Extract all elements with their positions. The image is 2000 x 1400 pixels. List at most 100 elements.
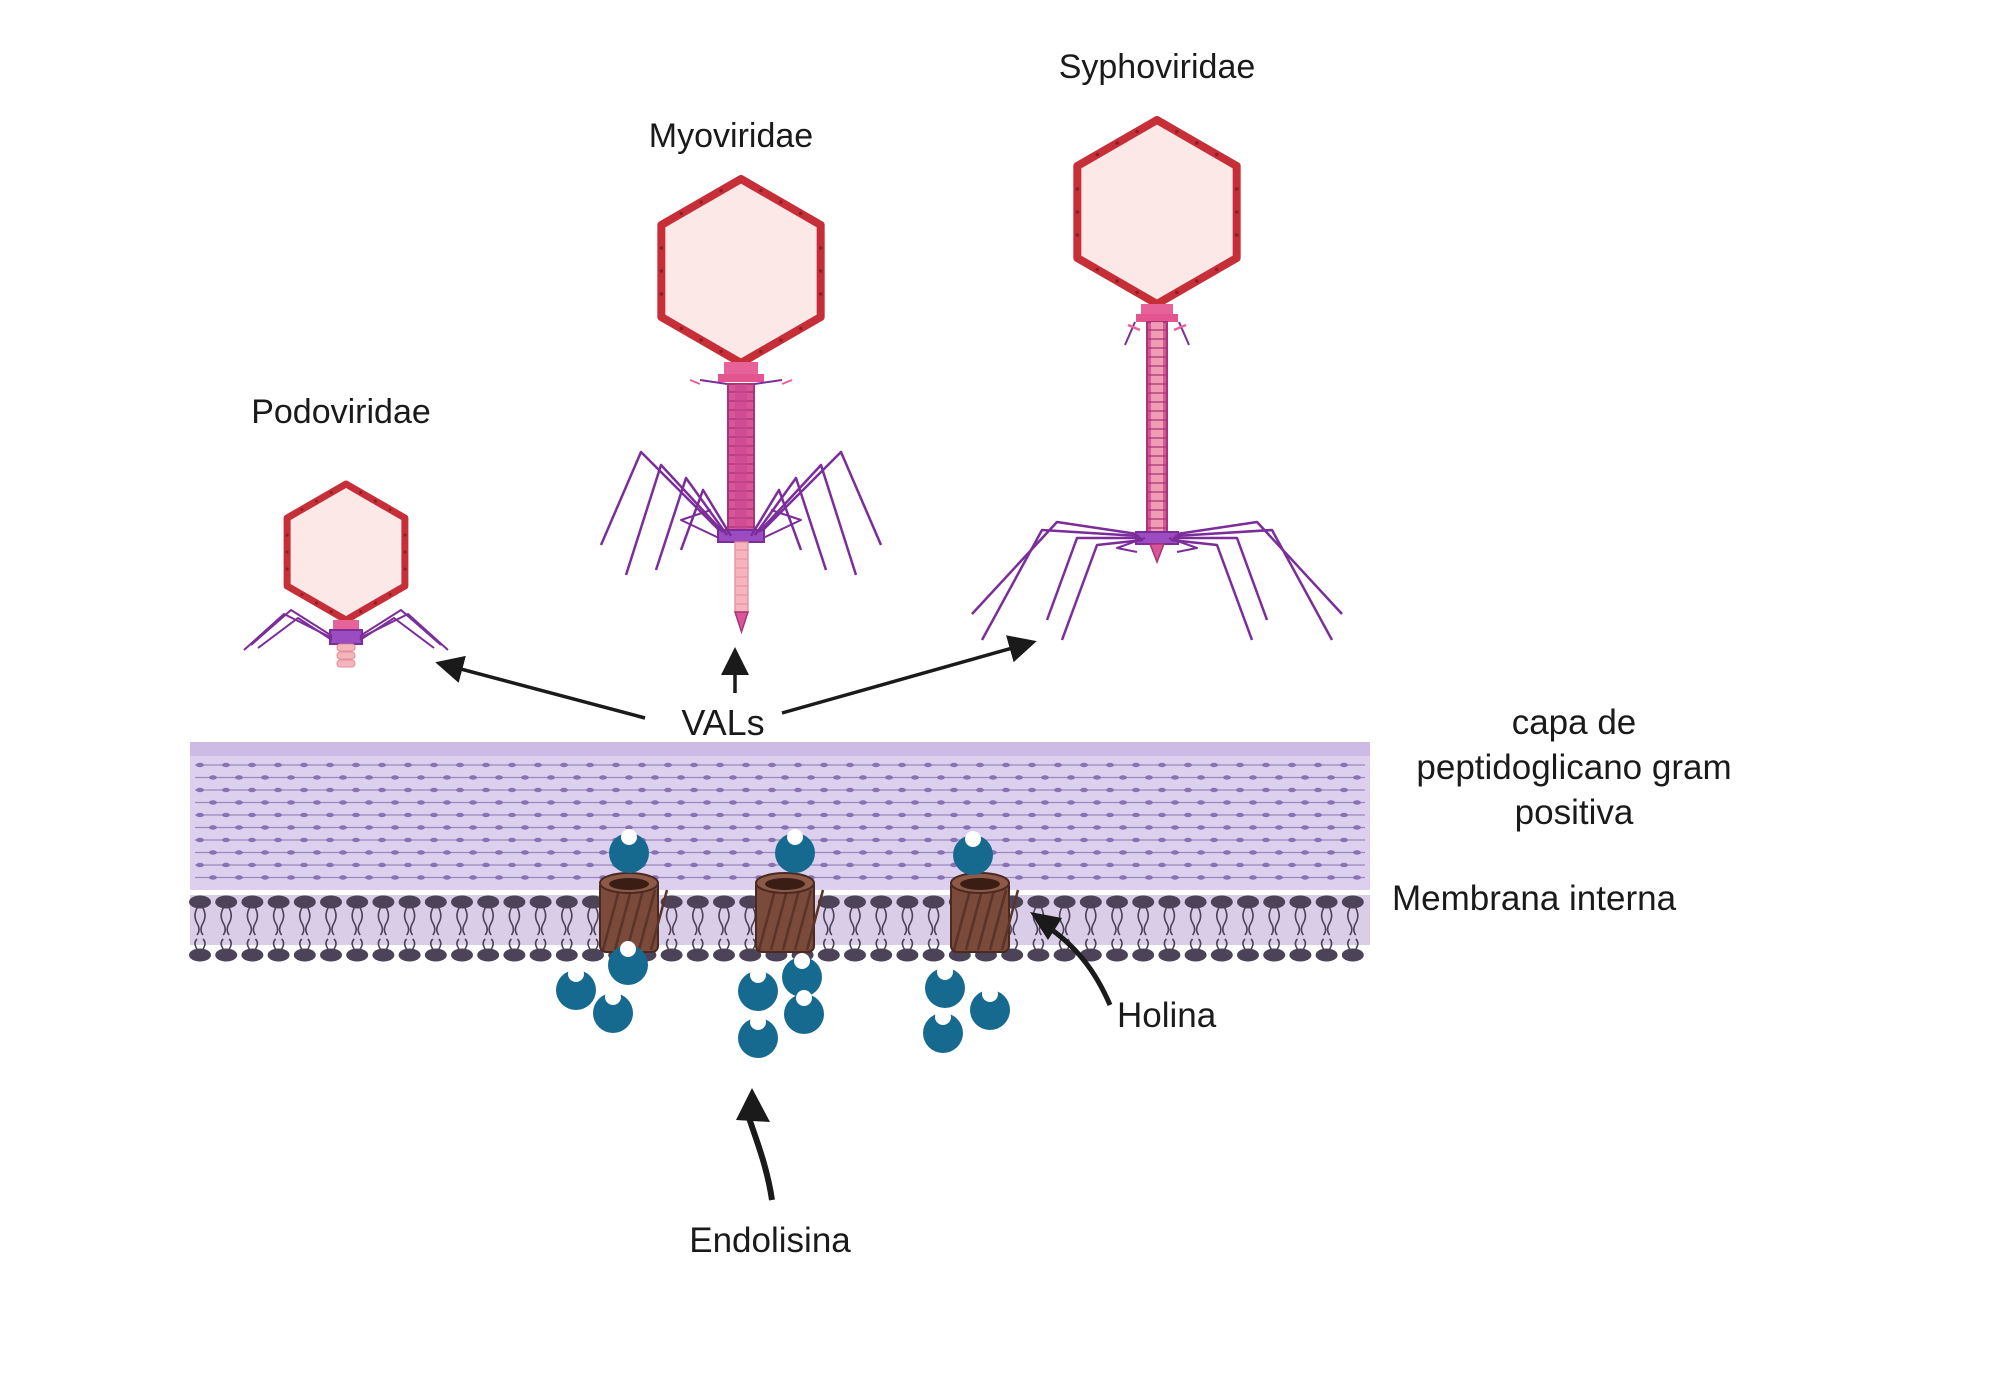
- capsid-segment: [759, 349, 763, 354]
- lipid-head-bottom: [582, 948, 604, 962]
- glycan-unit: [599, 850, 607, 855]
- lipid-tail: [829, 907, 835, 936]
- capsid: [1073, 116, 1241, 308]
- glycan-unit: [677, 875, 685, 880]
- glycan-unit: [1288, 837, 1296, 843]
- lipid-tail: [593, 907, 599, 936]
- holina-arrow: [1030, 912, 1113, 1006]
- glycan-unit: [469, 775, 477, 780]
- glycan-unit: [235, 775, 243, 780]
- lipid-tail: [490, 938, 494, 950]
- glycan-unit: [1262, 762, 1270, 768]
- lipid-head-bottom: [1341, 948, 1364, 962]
- glycan-unit: [521, 850, 529, 855]
- endolysin-cleft: [620, 941, 636, 957]
- lipid-tail: [1197, 938, 1202, 950]
- endolisina-arrow: [736, 1088, 775, 1201]
- glycan-unit: [495, 775, 503, 780]
- glycan-unit: [1106, 812, 1114, 818]
- glycan-unit: [521, 825, 529, 830]
- lipid-tail: [933, 907, 940, 936]
- lipid-tail: [1300, 907, 1307, 936]
- lipid-tail: [307, 938, 311, 950]
- glycan-unit: [456, 837, 464, 843]
- glycan-unit: [755, 825, 763, 830]
- glycan-unit: [1002, 812, 1010, 818]
- glycan-unit: [534, 787, 542, 793]
- lipid-head-bottom: [1027, 948, 1050, 962]
- glycan-unit: [729, 825, 737, 830]
- lipid-tail: [278, 907, 285, 936]
- glycan-unit: [222, 837, 230, 843]
- glycan-unit: [1288, 787, 1296, 793]
- lipid-tail: [357, 907, 363, 936]
- glycan-unit: [560, 812, 568, 818]
- endolysin-cleft: [982, 986, 998, 1002]
- glycan-unit: [274, 812, 282, 818]
- glycan-unit: [1262, 787, 1270, 793]
- lipid-tail: [1274, 907, 1280, 936]
- glycan-unit: [963, 775, 971, 780]
- glycan-unit: [1171, 875, 1179, 880]
- glycan-unit: [521, 775, 529, 780]
- lipid-tail: [1328, 938, 1333, 950]
- glycan-unit: [1028, 762, 1036, 768]
- lipid-head-top: [1027, 895, 1050, 909]
- tail-fiber: [257, 617, 333, 649]
- lipid-tail: [385, 938, 390, 950]
- glycan-unit: [521, 875, 529, 880]
- lipid-head-top: [503, 895, 526, 909]
- endolysin-cleft: [568, 966, 584, 982]
- lipid-head-top: [1079, 895, 1102, 909]
- lipid-tail: [1014, 938, 1018, 950]
- glycan-unit: [196, 837, 204, 843]
- glycan-unit: [1314, 837, 1322, 843]
- glycan-unit: [872, 812, 880, 818]
- lipid-tail: [456, 938, 460, 950]
- tail-tip: [733, 611, 750, 635]
- glycan-unit: [768, 862, 776, 868]
- lipid-head-bottom: [398, 948, 421, 962]
- lipid-head-bottom: [1184, 948, 1207, 962]
- glycan-unit: [742, 862, 750, 868]
- glycan-unit: [703, 775, 711, 780]
- glycan-unit: [1132, 787, 1140, 793]
- holin-helix: [613, 889, 633, 951]
- glycan-unit: [560, 862, 568, 868]
- glycan-unit: [729, 775, 737, 780]
- glycan-unit: [430, 862, 438, 868]
- vals-arrows: [435, 635, 1037, 720]
- lipid-tail: [665, 907, 672, 936]
- lipid-head-top: [660, 895, 683, 909]
- lipid-tail: [726, 938, 730, 950]
- glycan-unit: [1301, 800, 1309, 805]
- lipid-head-top: [372, 895, 395, 909]
- glycan-unit: [1041, 850, 1049, 855]
- lipid-tail: [671, 907, 678, 936]
- glycan-unit: [638, 812, 646, 818]
- endolysin: [782, 953, 822, 997]
- tail-fiber: [753, 476, 828, 571]
- glycan-unit: [313, 775, 321, 780]
- endolysin: [608, 941, 648, 985]
- glycan-unit: [989, 775, 997, 780]
- lipid-head-bottom: [424, 948, 447, 962]
- holin-helix: [625, 889, 645, 951]
- holin-helix: [769, 889, 789, 951]
- lipid-head-bottom: [189, 948, 211, 962]
- holin-pore: [599, 872, 669, 953]
- endolysin-cleft: [750, 1014, 766, 1030]
- capsid-segment: [285, 550, 289, 554]
- holin-helix: [649, 889, 669, 951]
- glycan-unit: [690, 762, 698, 768]
- lipid-head-bottom: [555, 948, 578, 962]
- lipid-tail: [1058, 907, 1065, 936]
- lipid-tail: [1064, 907, 1071, 936]
- glycan-unit: [1184, 837, 1192, 843]
- glycan-unit: [924, 837, 932, 843]
- glycan-unit: [1340, 837, 1348, 843]
- lipid-head-top: [293, 895, 316, 909]
- glycan-unit: [898, 862, 906, 868]
- lipid-tail: [724, 907, 730, 936]
- lipid-tail: [1169, 907, 1176, 936]
